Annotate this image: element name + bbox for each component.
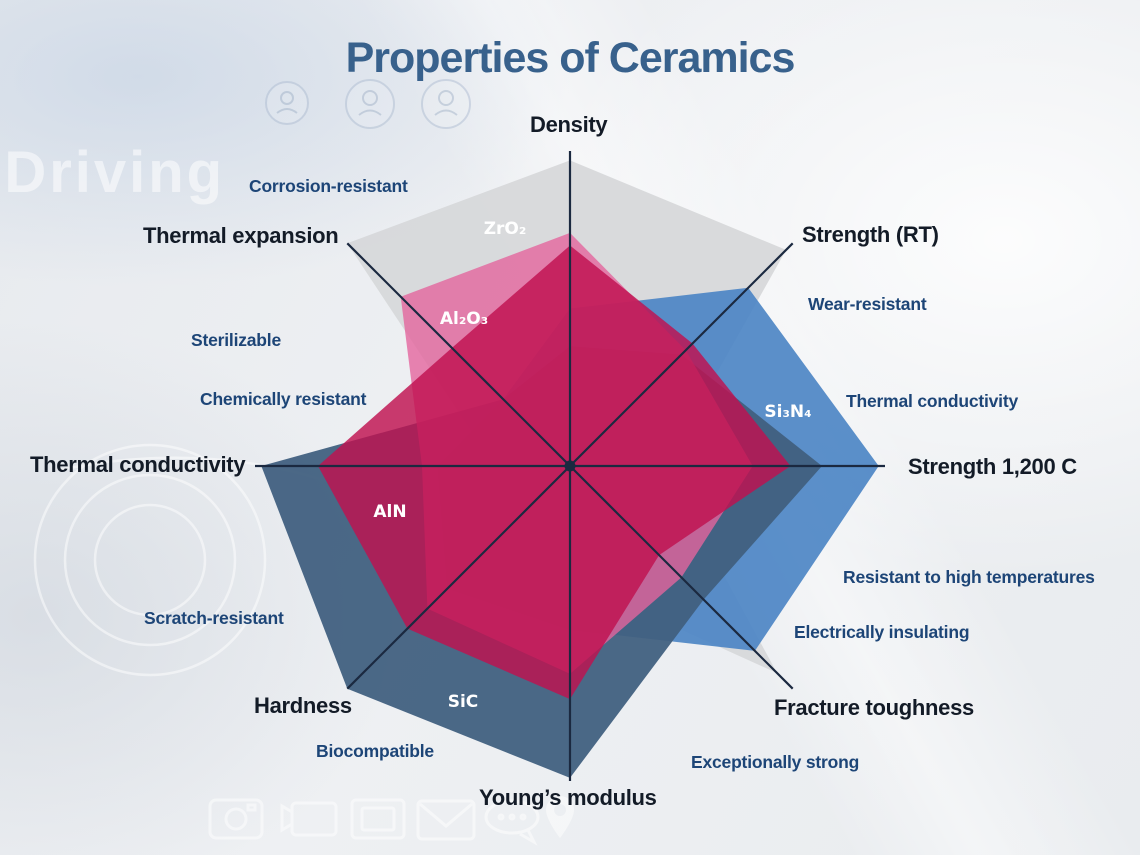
- series-polygon-aln: [318, 245, 791, 700]
- watermark-driving-text: -Driving: [0, 140, 225, 205]
- axis-label-fracture-toughness: Fracture toughness: [774, 695, 974, 720]
- material-label-zro2: ZrO₂: [483, 219, 527, 239]
- material-label-aln: AlN: [373, 502, 407, 522]
- descriptor-resistant-high-temperatures: Resistant to high temperatures: [843, 567, 1095, 587]
- descriptor-sterilizable: Sterilizable: [191, 330, 281, 350]
- descriptor-thermal-conductivity: Thermal conductivity: [846, 391, 1019, 411]
- axis-label-strength-1200: Strength 1,200 C: [908, 454, 1077, 479]
- descriptor-corrosion-resistant: Corrosion-resistant: [249, 176, 408, 196]
- descriptor-chemically-resistant: Chemically resistant: [200, 389, 367, 409]
- avatar-circle: [265, 81, 309, 125]
- material-label-si3n4: Si₃N₄: [764, 402, 812, 422]
- material-label-sic: SiC: [447, 692, 479, 712]
- axis-label-thermal-conductivity: Thermal conductivity: [30, 452, 246, 477]
- avatar-circle: [345, 79, 395, 129]
- axis-label-hardness: Hardness: [254, 693, 352, 718]
- descriptor-biocompatible: Biocompatible: [316, 741, 434, 761]
- radar-axes: [255, 151, 885, 781]
- camera-icon: [208, 798, 264, 840]
- descriptor-exceptionally-strong: Exceptionally strong: [691, 752, 860, 772]
- page-title: Properties of Ceramics: [345, 34, 796, 82]
- axis-label-youngs-modulus: Young’s modulus: [479, 785, 657, 810]
- axis-label-density: Density: [530, 112, 608, 137]
- axis-label-strength-rt: Strength (RT): [802, 222, 939, 247]
- mail-icon: [416, 799, 476, 841]
- chat-icon: [484, 799, 540, 846]
- watermark-icons: [208, 796, 574, 846]
- wheel-arc: [93, 503, 207, 617]
- wheel-arc: [63, 473, 237, 647]
- descriptor-electrically-insulating: Electrically insulating: [794, 622, 970, 642]
- video-camera-icon: [280, 801, 338, 837]
- watermark-decor: -Driving: [0, 79, 574, 846]
- axis-center-dot: [564, 460, 576, 472]
- wheel-arc: [33, 443, 267, 677]
- location-pin-icon: [546, 796, 574, 838]
- material-label-al2o3: Al₂O₃: [439, 309, 489, 329]
- descriptor-wear-resistant: Wear-resistant: [808, 294, 927, 314]
- avatar-circle: [421, 79, 471, 129]
- avatar-bubbles: [265, 79, 471, 129]
- descriptor-scratch-resistant: Scratch-resistant: [144, 608, 284, 628]
- photo-icon: [350, 798, 406, 840]
- axis-label-thermal-expansion: Thermal expansion: [143, 223, 339, 248]
- radar-series-layers: [261, 160, 879, 778]
